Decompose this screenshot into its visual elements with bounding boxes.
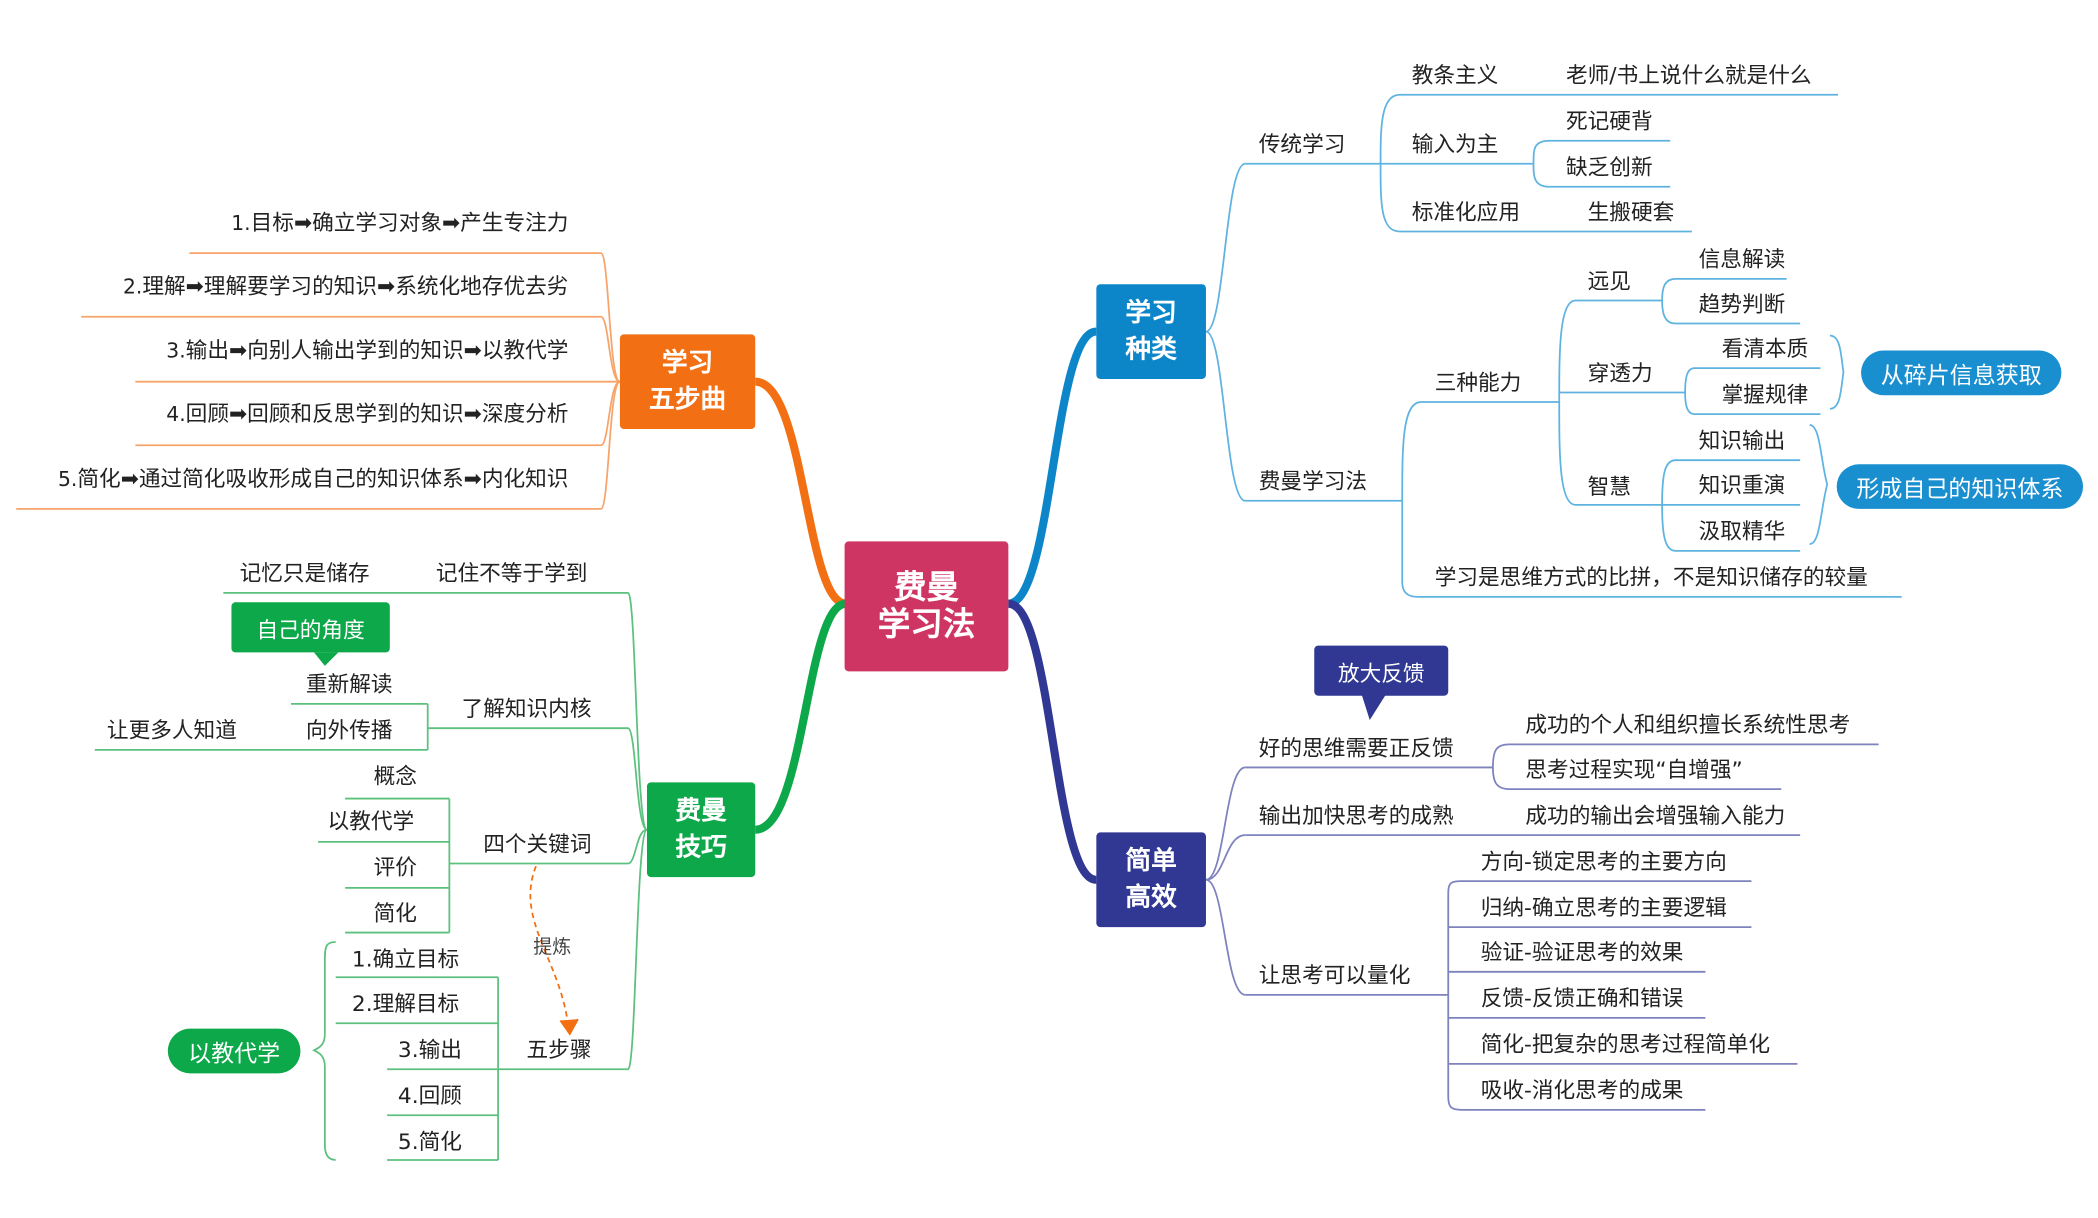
memory-not-learn-node[interactable]: 记住不等于学到 (435, 560, 588, 587)
branch-five-steps-line1: 学习 (661, 347, 714, 378)
branch-types[interactable]: 学习种类 (1096, 284, 1206, 379)
five-step-item-4[interactable]: 4.回顾➡回顾和反思学到的知识➡深度分析 (166, 401, 568, 428)
step-text: 简化➡通过简化吸收形成自己的知识体系➡内化知识 (77, 465, 569, 492)
keyword-evaluate[interactable]: 评价 (373, 854, 417, 880)
branch-skills[interactable]: 费曼技巧 (646, 782, 756, 878)
keyword-concept[interactable]: 概念 (373, 763, 417, 790)
branch-skills-line2: 技巧 (675, 832, 727, 863)
from-fragments-pill[interactable]: 从碎片信息获取 (1861, 350, 2062, 396)
feynman-node[interactable]: 费曼学习法 (1258, 468, 1368, 495)
branch-types-line2: 种类 (1125, 334, 1177, 365)
dogma-detail-node[interactable]: 老师/书上说什么就是什么 (1565, 62, 1812, 88)
output-speed-node[interactable]: 输出加快思考的成熟 (1258, 802, 1454, 829)
five-steps-node[interactable]: 五步骤 (526, 1036, 592, 1063)
step-number: 5. (58, 466, 78, 492)
step-text: 输出➡向别人输出学到的知识➡以教代学 (185, 337, 569, 363)
copy-node[interactable]: 生搬硬套 (1587, 198, 1675, 225)
step-1[interactable]: 1.确立目标 (351, 946, 460, 972)
step-5[interactable]: 5.简化 (397, 1128, 462, 1155)
wisdom-node[interactable]: 智慧 (1587, 473, 1631, 500)
penetration-item-2[interactable]: 掌握规律 (1721, 381, 1809, 408)
branch-skills-line1: 费曼 (675, 795, 727, 826)
quantify-item-1[interactable]: 方向-锁定思考的主要方向 (1480, 848, 1727, 875)
five-step-item-1[interactable]: 1.目标➡确立学习对象➡产生专注力 (231, 210, 568, 237)
step-4[interactable]: 4.回顾 (397, 1082, 462, 1109)
three-abilities-node[interactable]: 三种能力 (1434, 369, 1522, 396)
branch-simple-line1: 简单 (1125, 845, 1177, 876)
summary-node[interactable]: 学习是思维方式的比拼，不是知识储存的较量 (1434, 564, 1868, 591)
refine-label: 提炼 (533, 936, 572, 959)
memory-store-node[interactable]: 记忆只是储存 (239, 560, 370, 587)
foresight-item-1[interactable]: 信息解读 (1698, 246, 1786, 273)
keyword-simplify[interactable]: 简化 (373, 900, 417, 926)
let-more-know-node[interactable]: 让更多人知道 (106, 717, 237, 744)
step-text: 理解➡理解要学习的知识➡系统化地存优去劣 (142, 273, 569, 300)
lack-innovation-node[interactable]: 缺乏创新 (1565, 154, 1653, 181)
quantify-item-4[interactable]: 反馈-反馈正确和错误 (1480, 985, 1684, 1012)
step-text: 回顾➡回顾和反思学到的知识➡深度分析 (185, 400, 569, 427)
step-number: 3. (166, 338, 186, 363)
step-3[interactable]: 3.输出 (397, 1036, 462, 1063)
penetration-item-1[interactable]: 看清本质 (1721, 335, 1809, 362)
dogma-node[interactable]: 教条主义 (1411, 62, 1499, 88)
own-system-pill[interactable]: 形成自己的知识体系 (1836, 464, 2084, 509)
output-item[interactable]: 成功的输出会增强输入能力 (1525, 802, 1786, 829)
traditional-node[interactable]: 传统学习 (1258, 131, 1346, 158)
step-number: 2. (122, 274, 143, 300)
keyword-teach[interactable]: 以教代学 (327, 808, 415, 834)
step-number: 4. (166, 401, 186, 427)
understand-core-node[interactable]: 了解知识内核 (461, 695, 592, 722)
central-topic-line1: 费曼 (893, 568, 959, 607)
five-step-item-3[interactable]: 3.输出➡向别人输出学到的知识➡以教代学 (166, 337, 568, 364)
good-thinking-node[interactable]: 好的思维需要正反馈 (1258, 734, 1454, 761)
input-main-node[interactable]: 输入为主 (1411, 131, 1499, 158)
own-angle-callout[interactable]: 自己的角度 (231, 602, 390, 653)
good-item-2[interactable]: 思考过程实现“自增强” (1525, 756, 1743, 783)
branch-simple[interactable]: 简单高效 (1096, 832, 1206, 928)
branch-five-steps[interactable]: 学习五步曲 (619, 334, 756, 430)
teach-to-learn-pill[interactable]: 以教代学 (167, 1028, 301, 1074)
quantify-item-5[interactable]: 简化-把复杂的思考过程简单化 (1480, 1031, 1771, 1058)
branch-types-line1: 学习 (1125, 297, 1177, 328)
quantify-item-2[interactable]: 归纳-确立思考的主要逻辑 (1480, 894, 1727, 921)
branch-simple-line2: 高效 (1125, 882, 1177, 913)
amplify-callout[interactable]: 放大反馈 (1314, 645, 1449, 696)
central-topic[interactable]: 费曼学习法 (844, 541, 1009, 672)
five-step-item-5[interactable]: 5.简化➡通过简化吸收形成自己的知识体系➡内化知识 (58, 466, 568, 493)
step-text: 目标➡确立学习对象➡产生专注力 (250, 209, 569, 236)
five-step-item-2[interactable]: 2.理解➡理解要学习的知识➡系统化地存优去劣 (123, 273, 568, 300)
quantify-node[interactable]: 让思考可以量化 (1258, 962, 1411, 989)
foresight-item-2[interactable]: 趋势判断 (1698, 291, 1786, 317)
wisdom-item-2[interactable]: 知识重演 (1698, 472, 1786, 499)
step-2[interactable]: 2.理解目标 (351, 990, 460, 1017)
wisdom-item-1[interactable]: 知识输出 (1698, 427, 1786, 454)
standard-app-node[interactable]: 标准化应用 (1411, 198, 1521, 225)
quantify-item-3[interactable]: 验证-验证思考的效果 (1480, 939, 1684, 966)
four-keywords-node[interactable]: 四个关键词 (483, 831, 592, 857)
step-number: 1. (231, 211, 251, 236)
reinterpret-node[interactable]: 重新解读 (305, 671, 393, 698)
rote-node[interactable]: 死记硬背 (1565, 108, 1653, 134)
quantify-item-6[interactable]: 吸收-消化思考的成果 (1480, 1077, 1684, 1104)
foresight-node[interactable]: 远见 (1587, 267, 1631, 294)
wisdom-item-3[interactable]: 汲取精华 (1698, 518, 1786, 545)
penetration-node[interactable]: 穿透力 (1587, 360, 1653, 386)
branch-five-steps-line2: 五步曲 (648, 384, 727, 415)
spread-node[interactable]: 向外传播 (305, 717, 393, 744)
central-topic-line2: 学习法 (877, 605, 976, 643)
good-item-1[interactable]: 成功的个人和组织擅长系统性思考 (1525, 711, 1851, 738)
